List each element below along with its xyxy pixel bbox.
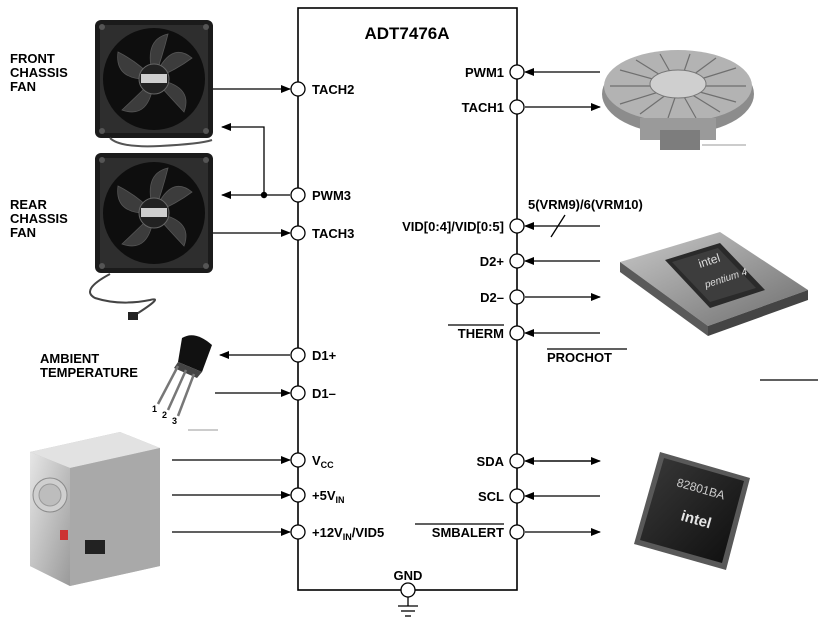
pin-12vin-label: +12VIN/VID5 <box>312 525 384 542</box>
rear-fan-connector <box>128 312 138 320</box>
power-supply-icon <box>30 432 160 586</box>
pin-tach2-label: TACH2 <box>312 82 354 97</box>
pin-tach1-terminal <box>509 99 525 115</box>
pin-pwm3-label: PWM3 <box>312 188 351 203</box>
svg-text:FAN: FAN <box>10 79 36 94</box>
prochot-label: PROCHOT <box>547 350 612 365</box>
pin-sda-terminal <box>509 453 525 469</box>
svg-text:FAN: FAN <box>10 225 36 240</box>
pin-d2m-label: D2– <box>480 290 504 305</box>
front-fan-caption: FRONT CHASSIS FAN <box>10 51 68 94</box>
front-fan-cable <box>109 137 213 148</box>
pin-12vin-terminal <box>290 524 306 540</box>
rear-fan-caption: REAR CHASSIS FAN <box>10 197 68 240</box>
pin-d2p-terminal <box>509 253 525 269</box>
pin-pwm3-terminal <box>290 187 306 203</box>
io-hub-icon: 82801BA intel <box>634 452 750 570</box>
pin-sda-label: SDA <box>477 454 505 469</box>
pwm3-junction-dot <box>260 191 268 199</box>
svg-text:FRONT: FRONT <box>10 51 55 66</box>
pin-d1p-terminal <box>290 347 306 363</box>
rear-fan-cable <box>89 273 156 316</box>
pin-pwm1-label: PWM1 <box>465 65 504 80</box>
pin-vcc-terminal <box>290 452 306 468</box>
front-fan-icon <box>95 20 213 138</box>
cpu-brand: intel <box>697 251 722 271</box>
pin-d1m-terminal <box>290 385 306 401</box>
pin-vcc-label: VCC <box>312 453 334 470</box>
transistor-pin-1: 1 <box>152 404 157 414</box>
cpu-icon: intel pentium 4 <box>620 232 808 336</box>
cpu-cooler-icon <box>602 50 754 150</box>
transistor-pin-2: 2 <box>162 410 167 420</box>
pin-5vin-terminal <box>290 487 306 503</box>
rear-fan-icon <box>95 153 213 273</box>
transistor-pin-3: 3 <box>172 416 177 426</box>
pin-smbalert-terminal <box>509 524 525 540</box>
pin-tach3-terminal <box>290 225 306 241</box>
svg-text:REAR: REAR <box>10 197 47 212</box>
pin-tach3-label: TACH3 <box>312 226 354 241</box>
pin-tach2-terminal <box>290 81 306 97</box>
chip-body <box>297 7 518 591</box>
ground-symbol <box>398 582 418 617</box>
pin-scl-terminal <box>509 488 525 504</box>
pin-d1p-label: D1+ <box>312 348 337 363</box>
svg-text:CHASSIS: CHASSIS <box>10 65 68 80</box>
ambient-caption: AMBIENT TEMPERATURE <box>40 351 138 380</box>
pwm3-branch-wire <box>221 123 265 195</box>
svg-text:CHASSIS: CHASSIS <box>10 211 68 226</box>
svg-text:AMBIENT: AMBIENT <box>40 351 99 366</box>
pin-smbalert-label: SMBALERT <box>432 525 504 540</box>
pin-vid-label: VID[0:4]/VID[0:5] <box>402 219 504 234</box>
pin-d2p-label: D2+ <box>480 254 505 269</box>
pin-tach1-label: TACH1 <box>462 100 504 115</box>
pin-therm-label: THERM <box>458 326 504 341</box>
pin-therm-terminal <box>509 325 525 341</box>
vid-bus-width-label: 5(VRM9)/6(VRM10) <box>528 197 643 212</box>
pin-vid-terminal <box>509 218 525 234</box>
pin-d2m-terminal <box>509 289 525 305</box>
svg-text:TEMPERATURE: TEMPERATURE <box>40 365 138 380</box>
pin-pwm1-terminal <box>509 64 525 80</box>
temperature-transistor-icon: 1 2 3 <box>152 335 212 426</box>
pin-d1m-label: D1– <box>312 386 336 401</box>
chip-name: ADT7476A <box>364 24 449 43</box>
vid-bus-slash <box>550 214 566 238</box>
gnd-label: GND <box>394 568 423 583</box>
pin-scl-label: SCL <box>478 489 504 504</box>
pin-5vin-label: +5VIN <box>312 488 345 505</box>
